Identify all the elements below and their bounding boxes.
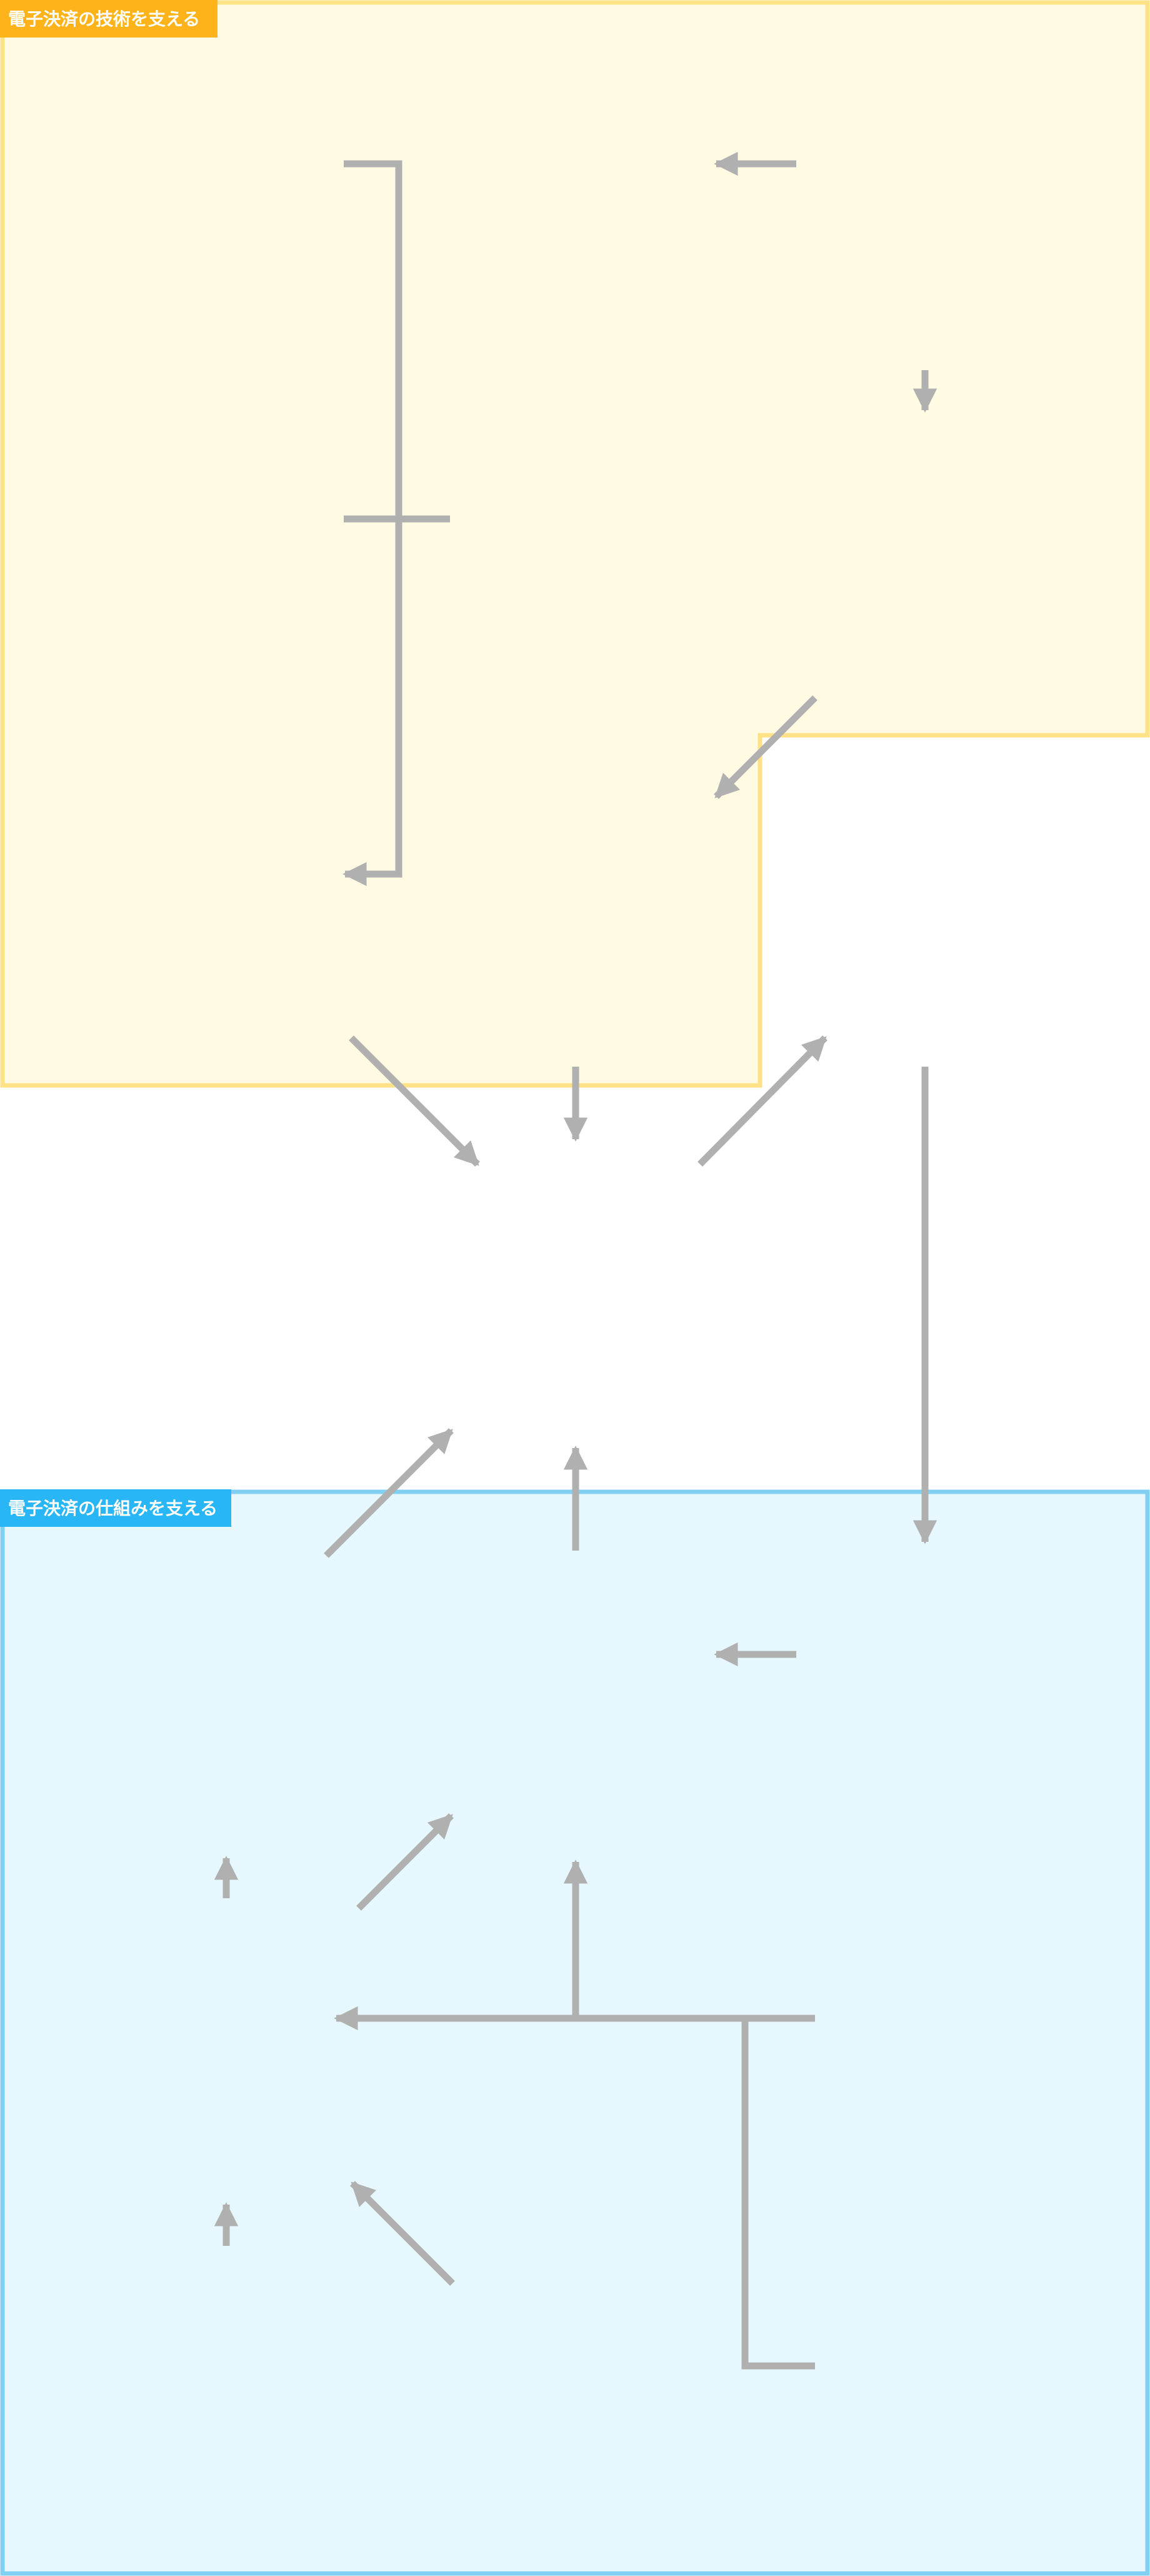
connector-arrow-diag-up-left <box>350 2181 455 2286</box>
group-mech-label-badge <box>0 1489 231 1527</box>
connector-arrow-diag-up-right <box>698 1035 828 1167</box>
group-mech: 電子決済の仕組みを支える <box>0 1489 1150 2576</box>
connectors <box>214 151 938 2370</box>
connector-arrow-diag-up-right-2 <box>324 1428 454 1558</box>
group-tech-label: 電子決済の技術を支える <box>8 9 200 29</box>
connector-arrow-diag-up-right-3 <box>356 1813 454 1911</box>
group-mech-label: 電子決済の仕組みを支える <box>8 1498 218 1519</box>
connector-arrow-diag-down-left <box>714 695 818 799</box>
group-mech-background <box>0 1489 1150 2576</box>
connector-bracket-bottom <box>741 2018 815 2370</box>
group-tech-label-badge <box>0 0 218 38</box>
group-tech: 電子決済の技術を支える <box>0 0 1150 1088</box>
group-tech-background <box>0 0 1150 1088</box>
connector-arrow-diag-down-right <box>349 1035 480 1167</box>
